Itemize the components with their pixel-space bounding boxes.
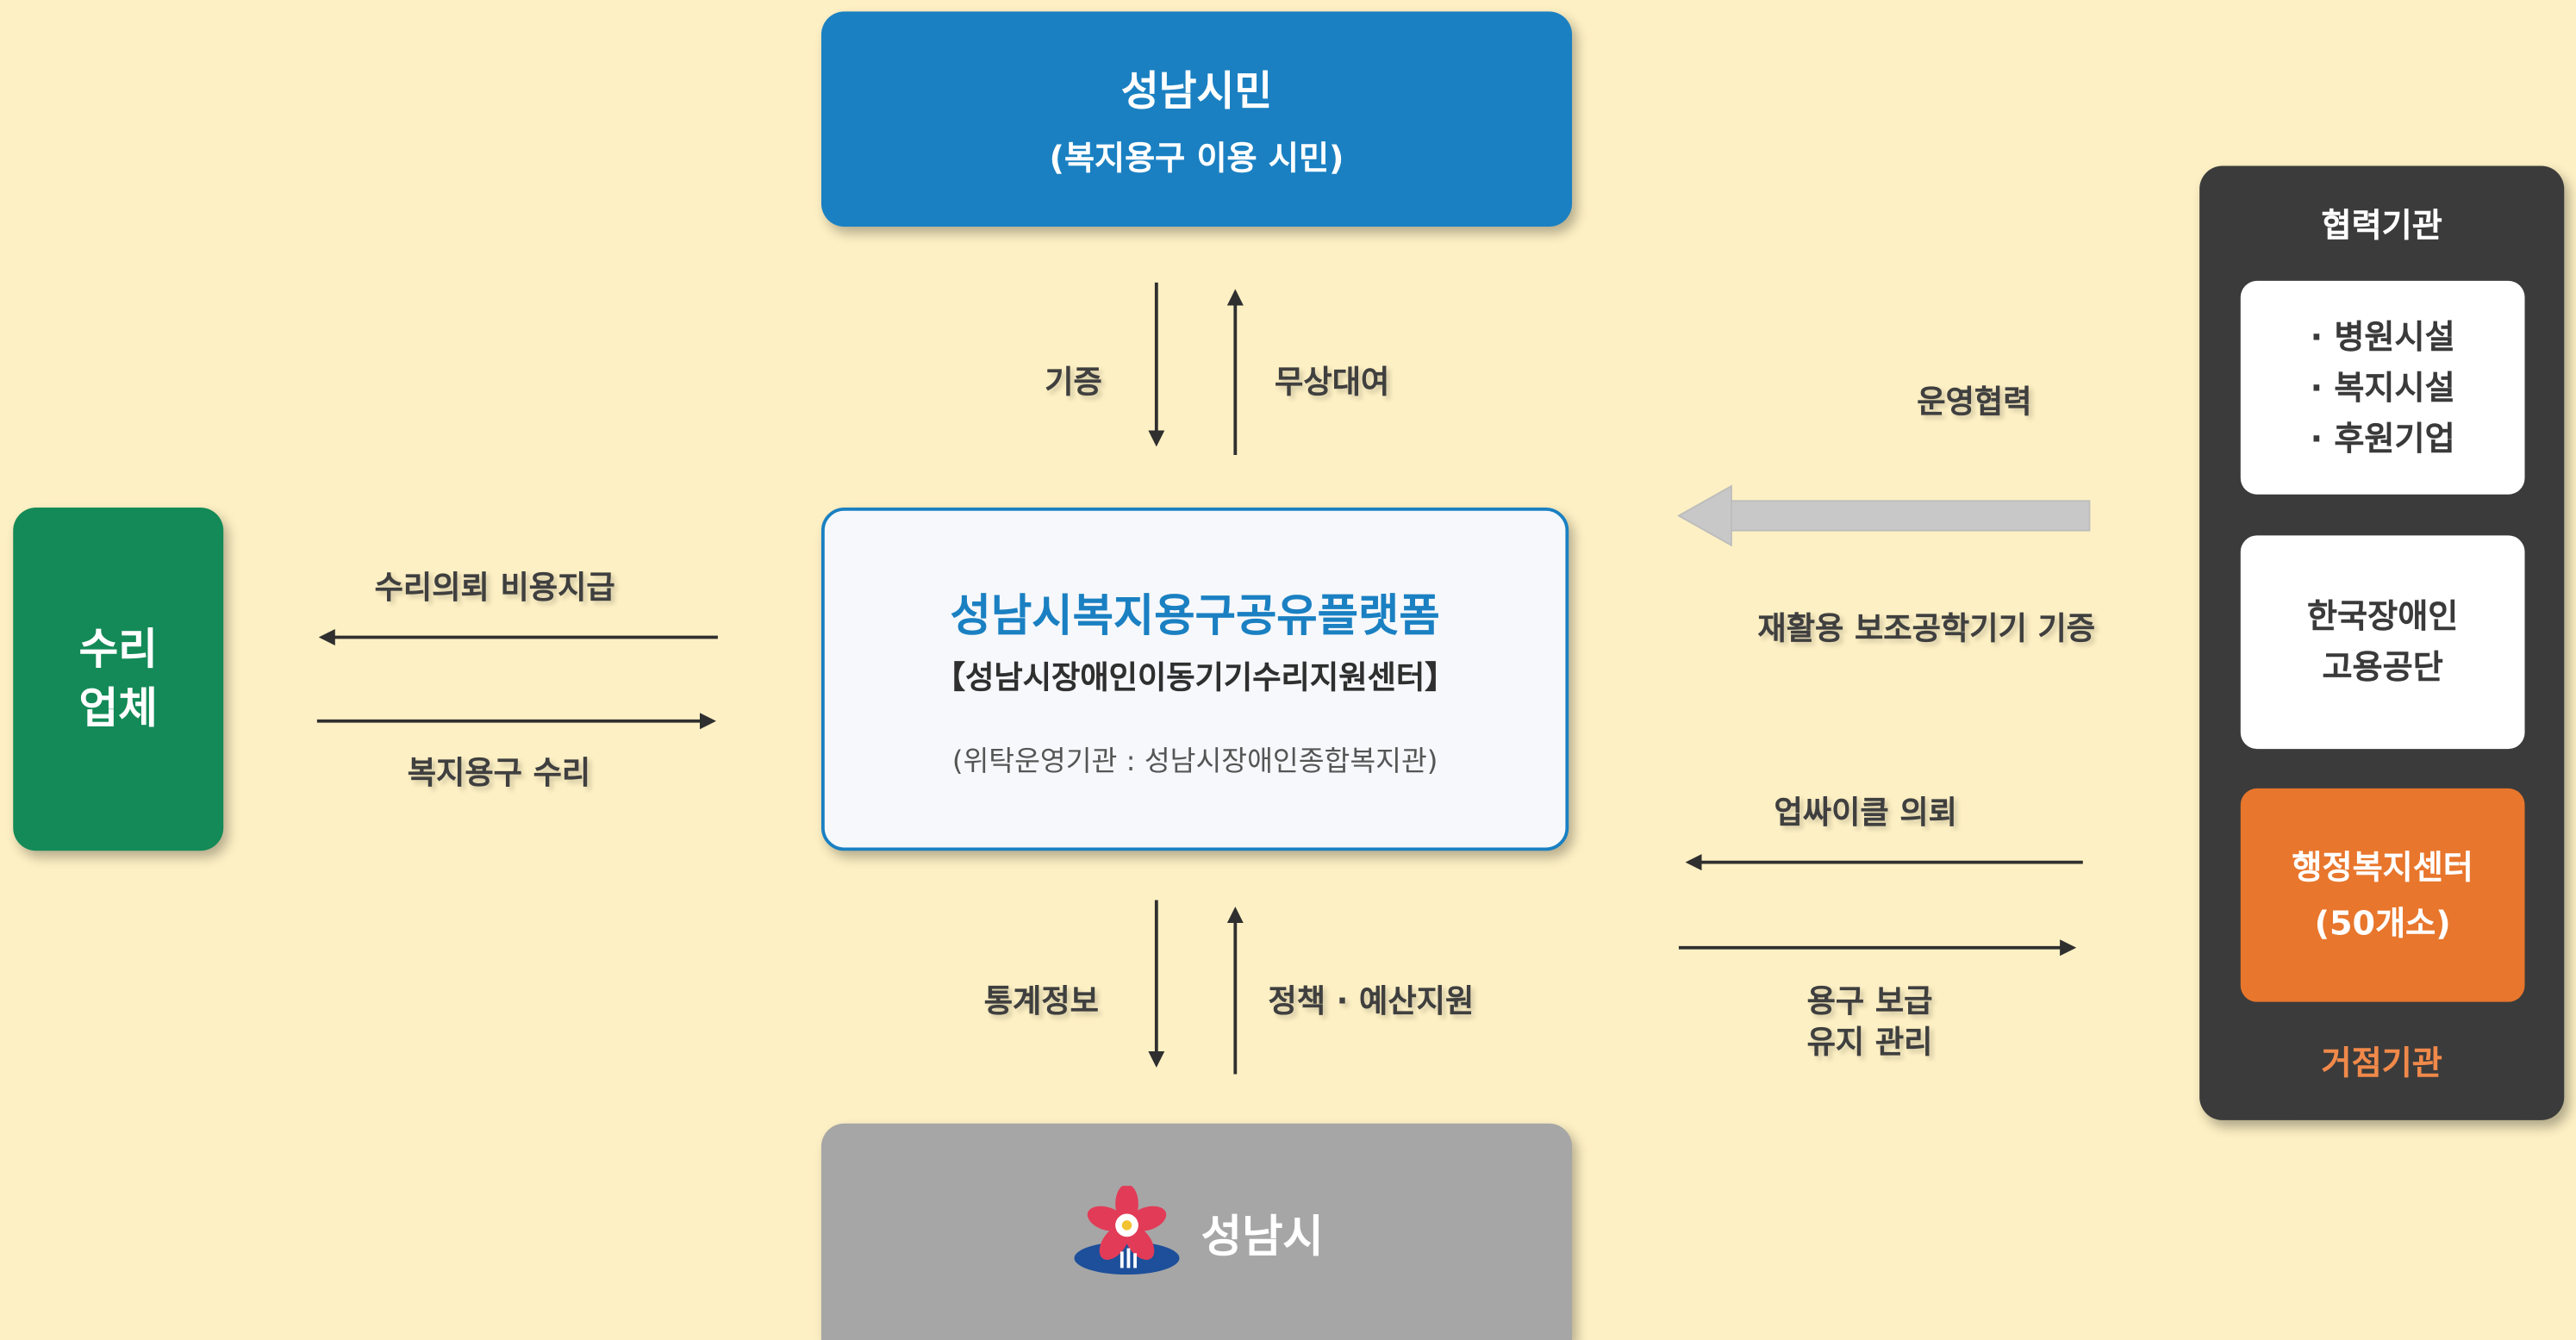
- repair-line2: 업체: [78, 683, 158, 734]
- partner-item-welfare: · 복지시설: [2310, 366, 2455, 407]
- repair-box: 수리 업체: [13, 507, 224, 851]
- label-recycle-donate: 재활용 보조공학기기 기증: [1757, 611, 2096, 647]
- partner-agency-card: 한국장애인 고용공단: [2240, 535, 2525, 750]
- partner-header: 협력기관: [2321, 205, 2442, 245]
- arrow-cooperation: [1676, 484, 2091, 547]
- label-statistics: 통계정보: [983, 983, 1099, 1020]
- label-repair-request: 수리의뢰 비용지급: [374, 570, 615, 607]
- partner-list-card: · 병원시설 · 복지시설 · 후원기업: [2240, 280, 2525, 495]
- platform-box: 성남시복지용구공유플랫폼 【성남시장애인이동기기수리지원센터】 (위탁운영기관 …: [821, 507, 1569, 851]
- city-name: 성남시: [1201, 1211, 1324, 1262]
- label-upcycle-request: 업싸이클 의뢰: [1774, 795, 1957, 832]
- platform-title: 성남시복지용구공유플랫폼: [950, 591, 1440, 643]
- platform-operator: (위탁운영기관 : 성남시장애인종합복지관): [951, 745, 1438, 779]
- label-free-rent: 무상대여: [1275, 365, 1390, 402]
- label-supply-line1: 용구 보급: [1806, 983, 1933, 1020]
- partner-item-sponsor: · 후원기업: [2310, 418, 2455, 458]
- citizen-subtitle: (복지용구 이용 시민): [1049, 138, 1344, 178]
- hub-center-card: 행정복지센터 (50개소): [2240, 788, 2525, 1002]
- label-donate: 기증: [1045, 365, 1102, 402]
- repair-line1: 수리: [78, 625, 158, 675]
- partner-panel: 협력기관 · 병원시설 · 복지시설 · 후원기업 한국장애인 고용공단 행정복…: [2199, 165, 2565, 1120]
- platform-subtitle: 【성남시장애인이동기기수리지원센터】: [933, 660, 1456, 697]
- partner-item-hospital: · 병원시설: [2310, 315, 2455, 356]
- agency-line1: 한국장애인: [2306, 595, 2459, 636]
- label-repair-service: 복지용구 수리: [407, 755, 591, 792]
- city-box: 성남시: [821, 1123, 1573, 1340]
- label-policy-budget: 정책 · 예산지원: [1268, 983, 1475, 1020]
- center-line2: (50개소): [2314, 903, 2451, 944]
- citizen-box: 성남시민 (복지용구 이용 시민): [821, 11, 1573, 227]
- label-supply-line2: 유지 관리: [1806, 1025, 1933, 1062]
- label-cooperation: 운영협력: [1917, 384, 2032, 421]
- hub-label: 거점기관: [2321, 1043, 2442, 1083]
- seongnam-emblem-icon: [1074, 1186, 1180, 1275]
- center-line1: 행정복지센터: [2292, 847, 2473, 888]
- citizen-title: 성남시민: [1120, 67, 1273, 115]
- agency-line2: 고용공단: [2322, 646, 2443, 687]
